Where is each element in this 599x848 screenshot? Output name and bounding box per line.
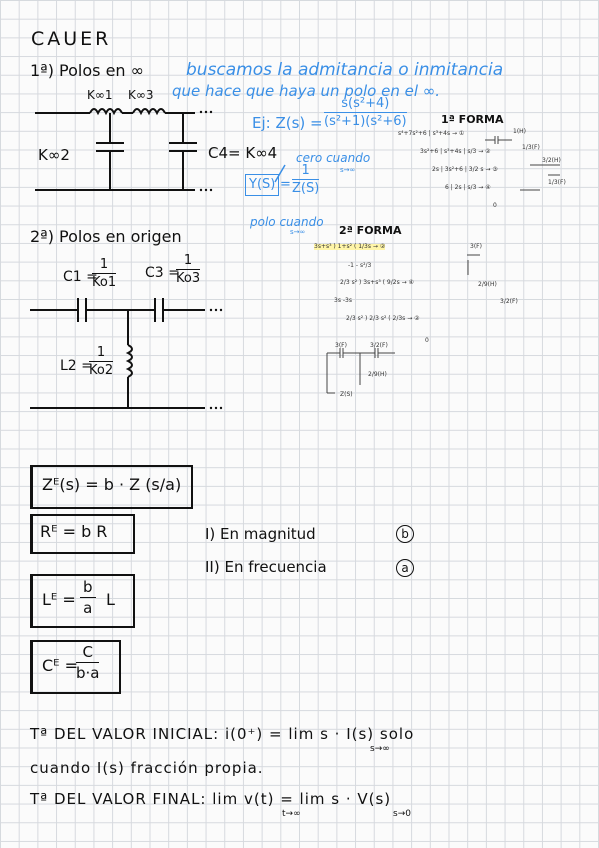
forma1-line-2: 3s²+6 | s³+4s | s/3 → ②: [420, 148, 491, 155]
page-title: CAUER: [31, 28, 112, 50]
magnitude-mark: b: [396, 525, 414, 543]
pole-when: polo cuando: [250, 215, 324, 229]
initial-value-condition: cuando I(s) fracción propia.: [30, 759, 264, 777]
forma2-mini-circuit: [326, 254, 480, 394]
frequency-mark: a: [396, 559, 414, 577]
example-prefix: Ej: Z(s) =: [252, 114, 323, 132]
pole-cond: s→∞: [290, 228, 306, 236]
c3-num: 1: [176, 253, 201, 270]
section1-heading: 1ª) Polos en ∞: [30, 61, 144, 80]
cauer-origin-circuit: [30, 298, 205, 409]
label-c1: C1 =: [63, 269, 98, 285]
scaling-l-fraction: b a: [80, 578, 96, 617]
label-k-inf3: K∞3: [128, 88, 154, 102]
scaling-c-prefix: Cᴱ =: [42, 656, 79, 675]
forma2-element-2: 2/9(H): [478, 281, 497, 288]
scaling-c-num: C: [76, 643, 100, 663]
ellipsis-dots-2: [209, 308, 223, 410]
example-fraction: s(s²+4) (s²+1)(s²+6): [324, 96, 407, 129]
forma1-mini-circuit: [485, 136, 560, 191]
c1-num: 1: [92, 257, 117, 274]
label-k-inf2: K∞2: [38, 146, 70, 164]
forma1-element-3: 3/2(H): [542, 157, 561, 164]
scaling-main: Zᴱ(s) = b · Z (s/a): [42, 475, 182, 494]
cauer-infinity-circuit: [35, 108, 197, 191]
scaling-r: Rᴱ = b R: [40, 522, 108, 541]
initial-limit-sub: s→∞: [370, 744, 390, 754]
forma2-element-4: 3(F): [335, 342, 347, 349]
forma2-line-3: 2/3 s² ) 3s+s³ ( 9/2s → ④: [340, 279, 414, 286]
scaling-l-box: [30, 574, 135, 628]
scaling-l-suffix: L: [106, 590, 115, 609]
forma2-line-5: 2/3 s² ) 2/3 s² ( 2/3s → ②: [346, 315, 420, 322]
forma1-line-5: 0: [493, 202, 497, 209]
forma2-element-6: 2/9(H): [368, 371, 387, 378]
label-c3: C3 =: [145, 265, 180, 281]
forma1-line-4: 6 | 2s | s/3 → ④: [445, 184, 491, 191]
l2-fraction: 1 Ko2: [89, 345, 114, 378]
forma1-element-1: 1(H): [513, 128, 527, 135]
c1-fraction: 1 Ko1: [92, 257, 117, 290]
zero-when: cero cuando: [296, 151, 371, 165]
final-limit-sub-t: t→∞: [282, 809, 301, 819]
scaling-c-box: [30, 640, 121, 694]
c1-den: Ko1: [92, 275, 117, 290]
l2-den: Ko2: [89, 363, 114, 378]
section1-note-line1: buscamos la admitancia o inmitancia: [186, 60, 504, 80]
y-numerator: 1: [292, 163, 320, 180]
scaling-main-box: [30, 465, 193, 509]
forma2-line-1: 3s+s³ ) 1+s² ( 1/3s → ②: [314, 243, 386, 250]
scaling-r-box: [30, 514, 135, 554]
scaling-l-num: b: [80, 578, 96, 598]
forma1-line-3: 2s | 3s²+6 | 3/2 s → ③: [432, 166, 498, 173]
label-l2: L2 =: [60, 358, 93, 374]
scaling-item-frequency: II) En frecuencia: [205, 558, 327, 576]
example-numerator: s(s²+4): [324, 96, 407, 113]
initial-value-theorem: Tª DEL VALOR INICIAL: i(0⁺) = lim s · I(…: [30, 725, 415, 743]
y-label: Y(S): [249, 177, 276, 192]
label-c4: C4= K∞4: [208, 144, 278, 162]
final-value-theorem: Tª DEL VALOR FINAL: lim v(t) = lim s · V…: [30, 790, 392, 808]
y-equals: =: [280, 177, 291, 192]
forma1-element-4: 1/3(F): [548, 179, 566, 186]
c3-fraction: 1 Ko3: [176, 253, 201, 286]
y-fraction: 1 Z(S): [292, 163, 320, 196]
ellipsis-dots: [199, 110, 213, 192]
forma1-element-2: 1/3(F): [522, 144, 540, 151]
scaling-c-den: b·a: [76, 664, 100, 682]
forma1-line-1: s⁴+7s²+6 | s³+4s → ①: [398, 130, 465, 137]
scaling-l-den: a: [83, 599, 93, 617]
y-of-s-box: [245, 174, 279, 196]
forma2-line-6: 0: [425, 337, 429, 344]
final-limit-sub-s: s→0: [393, 809, 411, 819]
scaling-c-fraction: C b·a: [76, 643, 100, 682]
forma2-title: 2ª FORMA: [339, 224, 402, 237]
scaling-l-prefix: Lᴱ =: [42, 590, 76, 609]
forma2-footer: Z(S): [340, 391, 353, 398]
section1-note-line2: que hace que haya un polo en el ∞.: [172, 82, 441, 100]
c3-den: Ko3: [176, 271, 201, 286]
example-denominator: (s²+1)(s²+6): [324, 114, 407, 129]
forma2-element-3: 3/2(F): [500, 298, 518, 305]
section2-heading: 2ª) Polos en origen: [30, 227, 182, 246]
label-k-inf1: K∞1: [87, 88, 113, 102]
scaling-item-magnitude: I) En magnitud: [205, 525, 316, 543]
l2-num: 1: [89, 345, 114, 362]
forma1-title: 1ª FORMA: [441, 113, 504, 126]
y-denominator: Z(S): [292, 181, 320, 196]
forma2-element-1: 3(F): [470, 243, 482, 250]
zero-cond: s→∞: [340, 166, 356, 174]
forma2-line-2: -1 - s²/3: [348, 262, 372, 269]
forma2-element-5: 3/2(F): [370, 342, 388, 349]
arrow-blue: [274, 164, 286, 183]
forma2-line-4: 3s -3s: [334, 297, 352, 304]
